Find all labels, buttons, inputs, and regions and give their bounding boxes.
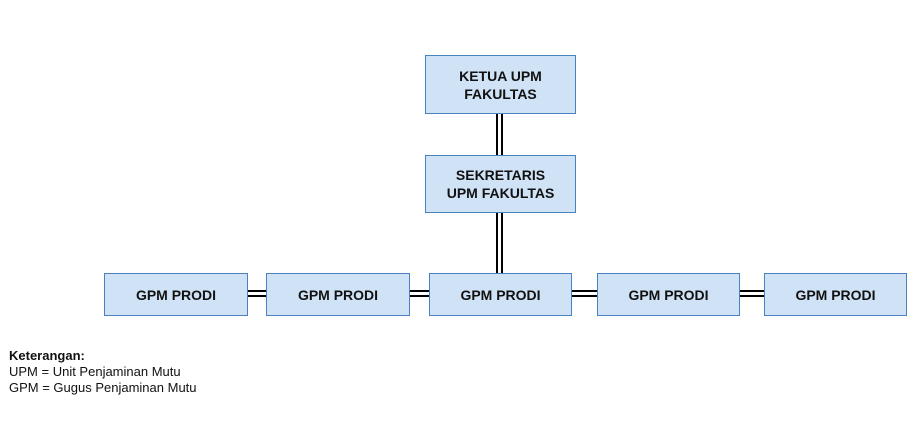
node-ketua-line-2: FAKULTAS	[464, 85, 537, 102]
node-gpm-prodi-4: GPM PRODI	[597, 273, 740, 316]
node-gpm-prodi-1: GPM PRODI	[104, 273, 248, 316]
node-gpm-prodi-5: GPM PRODI	[764, 273, 907, 316]
node-gpm-prodi-3-label: GPM PRODI	[460, 286, 541, 303]
legend-item-upm: UPM = Unit Penjaminan Mutu	[9, 364, 181, 379]
legend-item-gpm: GPM = Gugus Penjaminan Mutu	[9, 380, 197, 395]
node-ketua-line-1: KETUA UPM	[459, 67, 542, 84]
node-sekretaris-upm-fakultas: SEKRETARIS UPM FAKULTAS	[425, 155, 576, 213]
node-gpm-prodi-2: GPM PRODI	[266, 273, 410, 316]
node-ketua-upm-fakultas: KETUA UPM FAKULTAS	[425, 55, 576, 114]
legend-title: Keterangan:	[9, 348, 85, 363]
node-gpm-prodi-1-label: GPM PRODI	[135, 286, 217, 303]
node-sekretaris-line-1: SEKRETARIS	[455, 167, 546, 183]
node-gpm-prodi-2-label: GPM PRODI	[297, 286, 379, 303]
node-gpm-prodi-4-label: GPM PRODI	[628, 286, 709, 303]
legend: Keterangan: UPM = Unit Penjaminan Mutu G…	[9, 348, 197, 396]
node-gpm-prodi-5-label: GPM PRODI	[795, 286, 876, 303]
node-sekretaris-line-2: UPM FAKULTAS	[446, 185, 555, 201]
node-gpm-prodi-3: GPM PRODI	[429, 273, 572, 316]
